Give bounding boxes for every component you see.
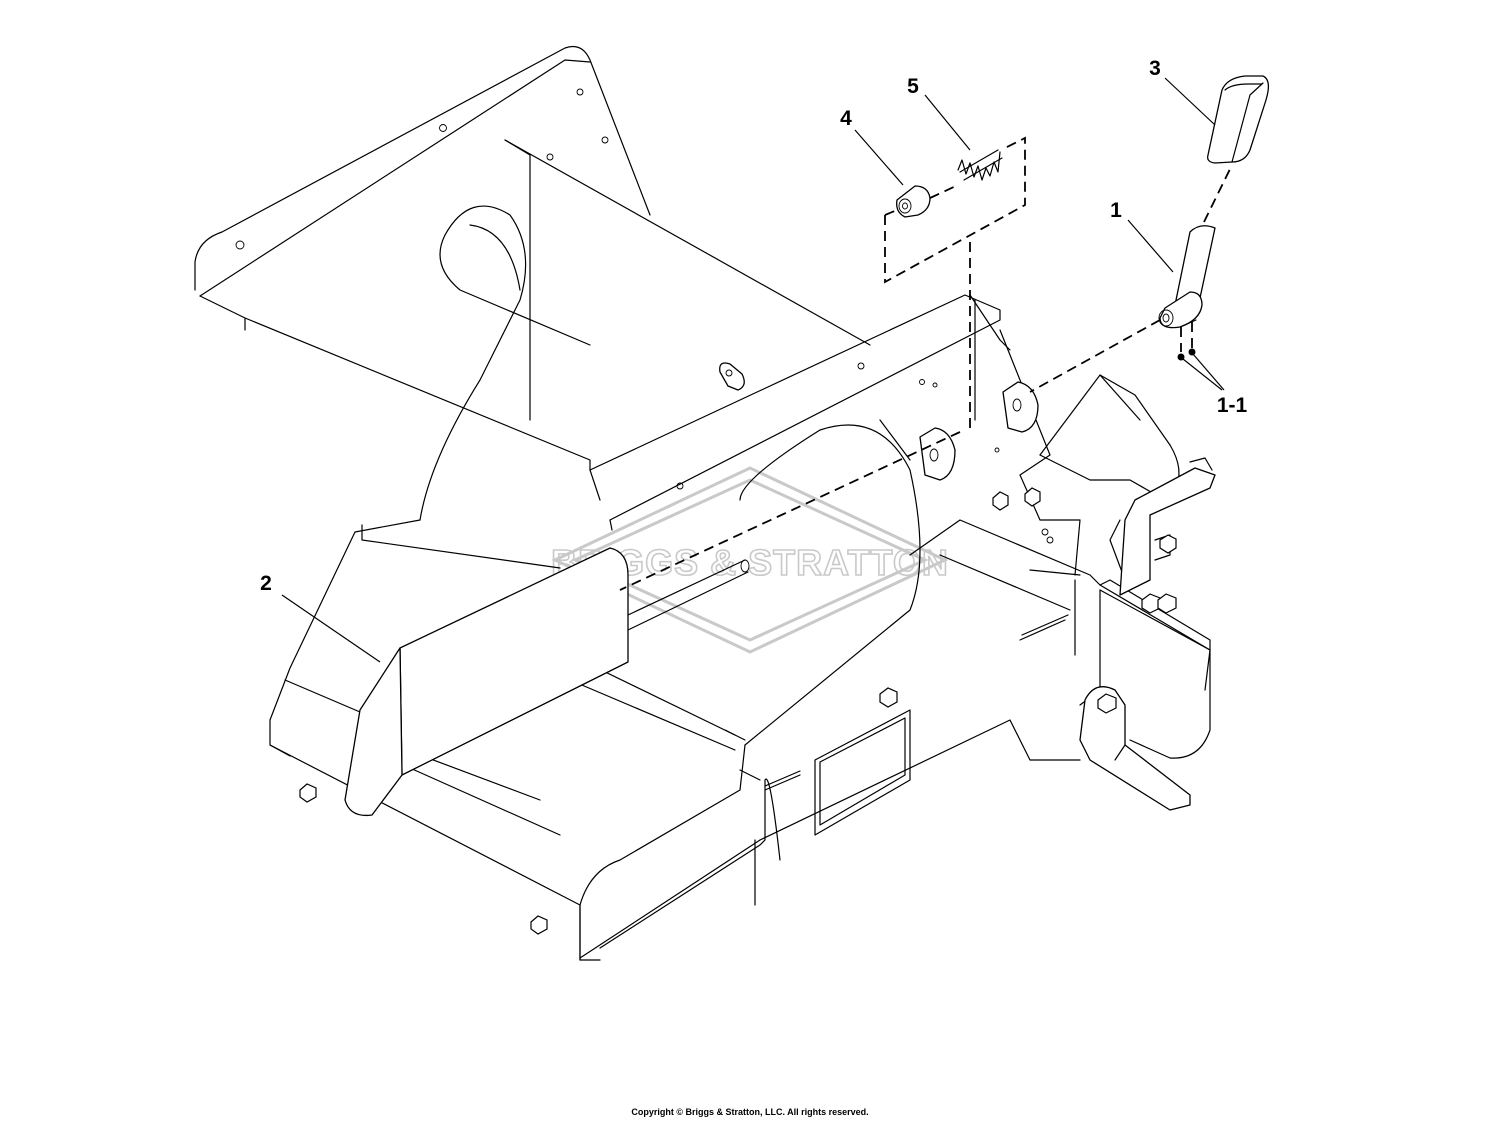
callout-3: 3: [1149, 57, 1161, 80]
seat-pan: [194, 45, 1001, 531]
part-3-grip: [1207, 75, 1270, 164]
setscrew-1-1-a: [1177, 353, 1185, 361]
part-2-deflector: [344, 547, 750, 817]
setscrew-1-1-b: [1188, 348, 1196, 356]
assembly-lines: [619, 136, 1233, 591]
callout-1-1: 1-1: [1217, 394, 1248, 417]
callout-2: 2: [260, 572, 272, 595]
mower-chassis: [269, 294, 1216, 961]
leader-lines: [281, 77, 1225, 663]
callout-labels: 5 4 3 1 1-1 2: [260, 57, 1247, 595]
callout-5: 5: [907, 75, 919, 98]
part-5-spring: [957, 149, 1003, 181]
part-1-lever: [1158, 225, 1216, 361]
copyright-notice: Copyright © Briggs & Stratton, LLC. All …: [631, 1107, 869, 1117]
pivot-bosses: [919, 381, 1039, 481]
callout-1: 1: [1110, 199, 1122, 222]
callout-4: 4: [840, 107, 852, 130]
part-4-collar: [896, 185, 931, 218]
